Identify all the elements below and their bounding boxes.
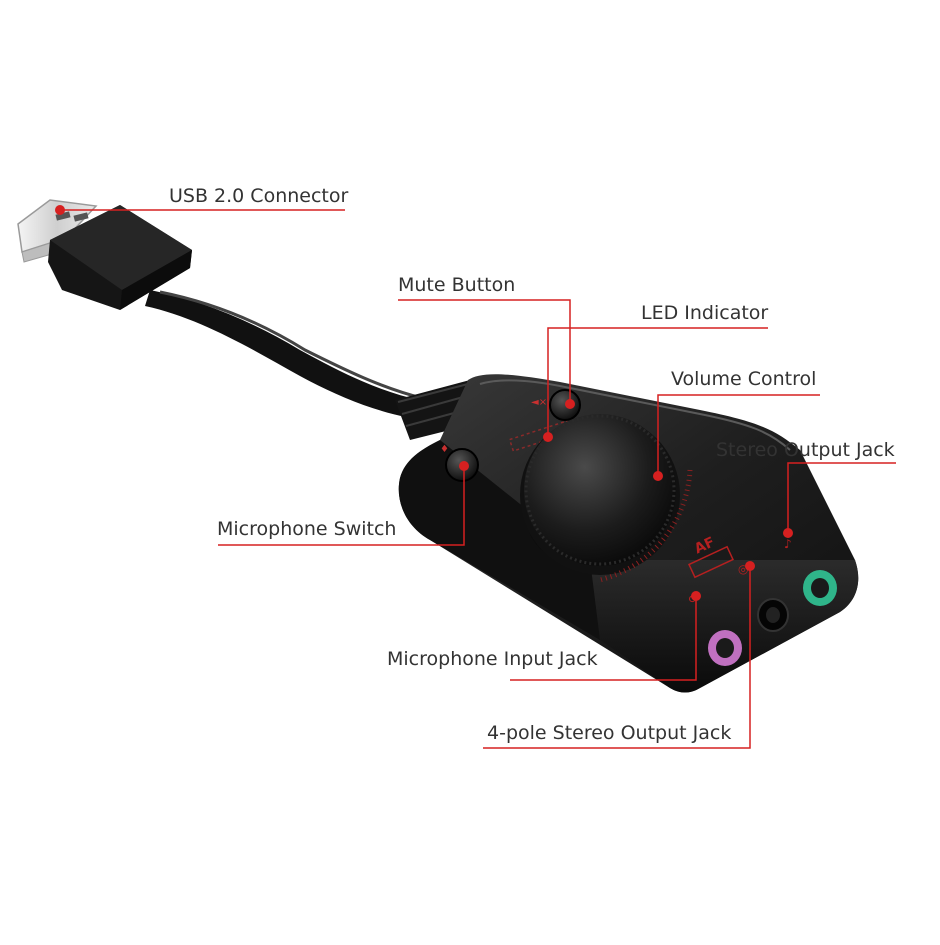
usb-plug bbox=[17, 199, 98, 263]
svg-text:◄×: ◄× bbox=[531, 397, 547, 408]
stereo-callout-line bbox=[787, 462, 896, 533]
svg-text:♦: ♦ bbox=[440, 444, 449, 455]
stereo-output-jack-label: Stereo Output Jack bbox=[716, 439, 895, 461]
svg-text:◎: ◎ bbox=[738, 562, 748, 576]
flat-cable bbox=[145, 290, 490, 440]
mute-button-label: Mute Button bbox=[398, 274, 516, 296]
mute-callout-line bbox=[398, 299, 571, 404]
callout-lines bbox=[60, 209, 896, 749]
volume-scale bbox=[599, 469, 693, 583]
four-pole-jack[interactable] bbox=[757, 598, 789, 632]
stereo-output-jack[interactable] bbox=[803, 570, 837, 606]
volume-knob[interactable] bbox=[520, 414, 680, 575]
led-indicator-label: LED Indicator bbox=[641, 302, 769, 324]
svg-text:AF: AF bbox=[692, 534, 717, 557]
microphone-jack[interactable] bbox=[708, 630, 742, 666]
usb-housing bbox=[48, 205, 192, 310]
led-callout-line bbox=[547, 327, 768, 437]
microphone-switch-label: Microphone Switch bbox=[217, 518, 397, 540]
brand-logo: AF bbox=[688, 534, 734, 579]
svg-text:♪: ♪ bbox=[784, 537, 792, 551]
four-pole-jack-label: 4-pole Stereo Output Jack bbox=[487, 722, 732, 744]
usb-connector-label: USB 2.0 Connector bbox=[169, 185, 349, 207]
microphone-input-jack-label: Microphone Input Jack bbox=[387, 648, 598, 670]
mic-switch-callout-line bbox=[218, 466, 465, 546]
four-pole-callout-line bbox=[483, 566, 751, 749]
mic-jack-callout-line bbox=[510, 596, 697, 681]
volume-control-label: Volume Control bbox=[671, 368, 817, 390]
mute-button[interactable]: ◄× bbox=[531, 389, 581, 421]
callout-dots bbox=[55, 205, 793, 601]
volume-callout-line bbox=[657, 394, 820, 476]
